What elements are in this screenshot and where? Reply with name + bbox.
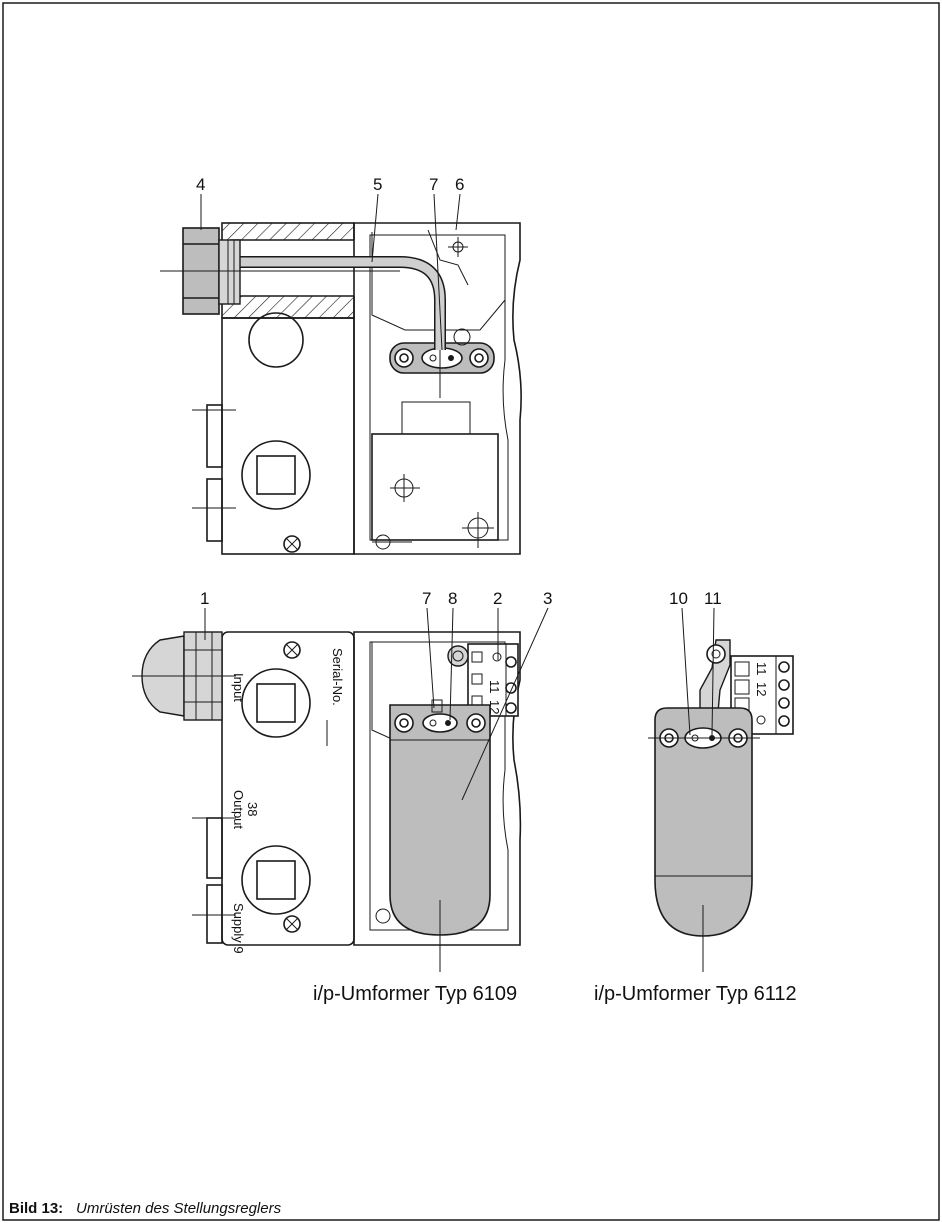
top-view-drawing (160, 222, 522, 555)
callout-4: 4 (196, 175, 205, 194)
bottom-right-callouts: 10 11 (669, 589, 722, 608)
input-port-label: Input (231, 673, 246, 702)
bottom-left-callouts: 1 7 8 2 3 (200, 589, 552, 608)
callout-6: 6 (455, 175, 464, 194)
bottom-left-leader-lines (204, 607, 549, 972)
figure-caption: Bild 13: Umrüsten des Stellungsreglers (9, 1200, 282, 1217)
caption-figure-number: Bild 13: (9, 1200, 63, 1217)
output-port-label: Output (231, 790, 246, 829)
output-port-number: 38 (245, 802, 260, 816)
callout-2: 2 (493, 589, 502, 608)
callout-7-bottom: 7 (422, 589, 431, 608)
label-type-6112: i/p-Umformer Typ 6112 (594, 983, 797, 1005)
label-type-6109: i/p-Umformer Typ 6109 (313, 983, 517, 1005)
top-callouts: 4 5 7 6 (196, 175, 464, 194)
terminal-11-label: 11 (487, 680, 502, 694)
callout-7-top: 7 (429, 175, 438, 194)
callout-11: 11 (704, 589, 722, 608)
caption-title: Umrüsten des Stellungsreglers (76, 1200, 282, 1217)
bottom-left-drawing: Input Output 38 Supply 9 Serial-No. 11 1… (132, 631, 522, 954)
callout-8: 8 (448, 589, 457, 608)
bottom-right-drawing: 11 12 (648, 639, 794, 937)
supply-port-label: Supply 9 (231, 903, 246, 954)
callout-10: 10 (669, 589, 688, 608)
callout-3: 3 (543, 589, 552, 608)
serial-number-label: Serial-No. (330, 648, 345, 706)
callout-1: 1 (200, 589, 209, 608)
terminal-11-label-6112: 11 (754, 662, 769, 676)
top-leader-lines (200, 193, 461, 351)
callout-5: 5 (373, 175, 382, 194)
terminal-12-label-6112: 12 (754, 682, 769, 696)
bottom-right-leader-lines (681, 607, 715, 972)
